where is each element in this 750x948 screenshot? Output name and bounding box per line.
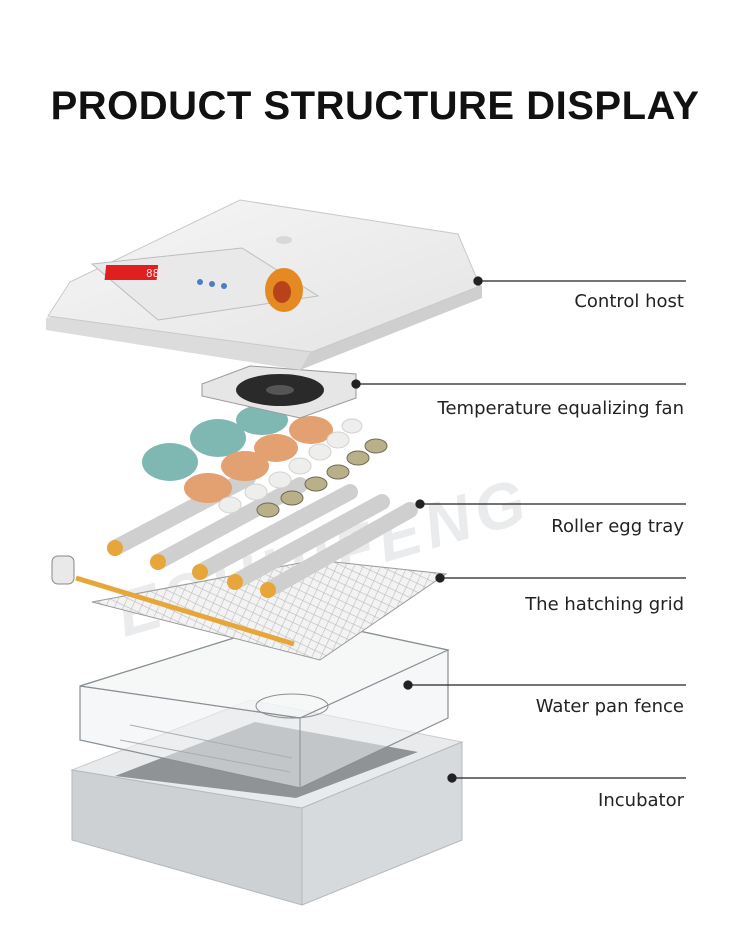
leader-lines: [351, 276, 686, 783]
label-temperature-fan: Temperature equalizing fan: [437, 398, 684, 419]
roller-egg-tray: [51, 470, 418, 647]
label-control-host: Control host: [574, 291, 684, 312]
label-hatching-grid: The hatching grid: [525, 594, 684, 615]
control-host: 888: [46, 199, 482, 370]
display-digits: 888: [146, 267, 166, 280]
water-pan-fence: [79, 617, 450, 789]
label-water-pan-fence: Water pan fence: [535, 696, 684, 717]
label-incubator: Incubator: [598, 790, 684, 811]
page-title: PRODUCT STRUCTURE DISPLAY: [50, 84, 700, 128]
temperature-fan: [201, 365, 357, 419]
label-roller-egg-tray: Roller egg tray: [551, 516, 684, 537]
